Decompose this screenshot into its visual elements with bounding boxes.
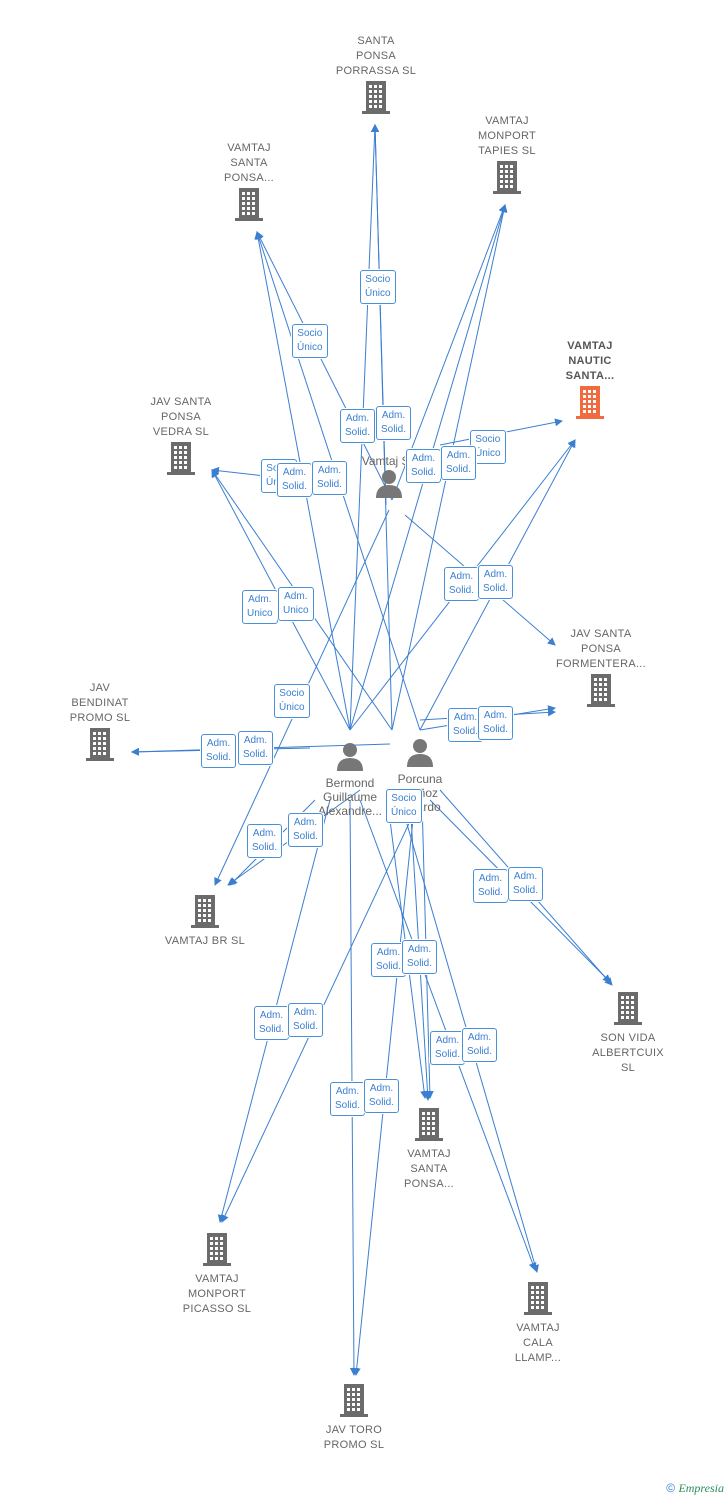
person-icon xyxy=(365,737,475,772)
person-label: Bermond Guillaume Alexandre... xyxy=(317,776,383,818)
company-node[interactable]: VAMTAJ BR SL xyxy=(145,893,265,949)
person-icon xyxy=(295,741,405,776)
copyright-mark: © xyxy=(666,1481,676,1495)
relationship-badge[interactable]: Socio Único xyxy=(292,324,328,358)
building-icon xyxy=(121,440,241,481)
building-icon xyxy=(530,384,650,425)
company-label: VAMTAJ CALA LLAMP... xyxy=(514,1322,562,1364)
relationship-badge[interactable]: Adm. Solid. xyxy=(444,567,480,601)
company-node[interactable]: VAMTAJ CALA LLAMP... xyxy=(478,1280,598,1366)
company-label: VAMTAJ BR SL xyxy=(164,935,246,947)
relationship-badge[interactable]: Socio Único xyxy=(274,684,310,718)
relationship-badge[interactable]: Adm. Solid. xyxy=(441,446,477,480)
relationship-badge[interactable]: Adm. Solid. xyxy=(462,1028,498,1062)
relationship-badge[interactable]: Adm. Solid. xyxy=(371,943,407,977)
company-label: VAMTAJ SANTA PONSA... xyxy=(223,142,275,184)
relationship-badge[interactable]: Adm. Solid. xyxy=(254,1006,290,1040)
company-node[interactable]: JAV TORO PROMO SL xyxy=(294,1382,414,1453)
relationship-badge[interactable]: Adm. Solid. xyxy=(508,867,544,901)
relationship-badge[interactable]: Adm. Solid. xyxy=(364,1079,400,1113)
company-label: JAV BENDINAT PROMO SL xyxy=(69,682,131,724)
company-node[interactable]: VAMTAJ SANTA PONSA... xyxy=(189,141,309,227)
company-node[interactable]: SANTA PONSA PORRASSA SL xyxy=(316,34,436,120)
building-icon xyxy=(294,1382,414,1423)
company-node[interactable]: VAMTAJ NAUTIC SANTA... xyxy=(530,339,650,425)
relationship-badge[interactable]: Adm. Solid. xyxy=(288,813,324,847)
relationship-badge[interactable]: Adm. Solid. xyxy=(448,708,484,742)
relationship-badge[interactable]: Adm. Solid. xyxy=(430,1031,466,1065)
company-node[interactable]: VAMTAJ MONPORT TAPIES SL xyxy=(447,114,567,200)
building-icon xyxy=(189,186,309,227)
company-node[interactable]: VAMTAJ SANTA PONSA... xyxy=(369,1106,489,1192)
relationship-badge[interactable]: Adm. Solid. xyxy=(201,734,237,768)
company-label: JAV SANTA PONSA VEDRA SL xyxy=(150,396,212,438)
relationship-badge[interactable]: Socio Único xyxy=(360,270,396,304)
relationship-badge[interactable]: Adm. Solid. xyxy=(473,869,509,903)
relationship-badge[interactable]: Adm. Solid. xyxy=(288,1003,324,1037)
relationship-badge[interactable]: Adm. Solid. xyxy=(247,824,283,858)
relationship-badge[interactable]: Adm. Solid. xyxy=(376,406,412,440)
relationship-badge[interactable]: Adm. Solid. xyxy=(330,1082,366,1116)
footer: © Empresia xyxy=(666,1481,724,1496)
relationship-badge[interactable]: Adm. Unico xyxy=(242,590,278,624)
building-icon xyxy=(541,672,661,713)
brand-logo: Empresia xyxy=(678,1481,724,1495)
relationship-badge[interactable]: Adm. Solid. xyxy=(478,706,514,740)
person-node[interactable]: Bermond Guillaume Alexandre... xyxy=(295,741,405,818)
company-label: JAV SANTA PONSA FORMENTERA... xyxy=(555,628,647,670)
relationship-badge[interactable]: Socio Único xyxy=(386,789,422,823)
building-icon xyxy=(568,990,688,1031)
company-node[interactable]: SON VIDA ALBERTCUIX SL xyxy=(568,990,688,1076)
building-icon xyxy=(40,726,160,767)
company-label: JAV TORO PROMO SL xyxy=(323,1424,385,1451)
relationship-badge[interactable]: Adm. Unico xyxy=(278,587,314,621)
relationship-badge[interactable]: Adm. Solid. xyxy=(406,449,442,483)
company-label: SANTA PONSA PORRASSA SL xyxy=(335,35,417,77)
edge-9 xyxy=(256,231,393,501)
building-icon xyxy=(316,79,436,120)
building-icon xyxy=(478,1280,598,1321)
company-label: SON VIDA ALBERTCUIX SL xyxy=(592,1032,664,1074)
building-icon xyxy=(145,893,265,934)
relationship-badge[interactable]: Adm. Solid. xyxy=(340,409,376,443)
relationship-badge[interactable]: Adm. Solid. xyxy=(478,565,514,599)
company-node[interactable]: VAMTAJ MONPORT PICASSO SL xyxy=(157,1231,277,1317)
relationship-badge[interactable]: Adm. Solid. xyxy=(238,731,274,765)
building-icon xyxy=(369,1106,489,1147)
building-icon xyxy=(157,1231,277,1272)
company-node[interactable]: JAV SANTA PONSA FORMENTERA... xyxy=(541,627,661,713)
company-label: VAMTAJ MONPORT TAPIES SL xyxy=(477,115,537,157)
company-label: VAMTAJ SANTA PONSA... xyxy=(403,1148,455,1190)
relationship-badge[interactable]: Adm. Solid. xyxy=(402,940,438,974)
company-label: VAMTAJ NAUTIC SANTA... xyxy=(565,340,615,382)
relationship-badge[interactable]: Adm. Solid. xyxy=(277,463,313,497)
company-node[interactable]: JAV BENDINAT PROMO SL xyxy=(40,681,160,767)
company-label: VAMTAJ MONPORT PICASSO SL xyxy=(182,1273,252,1315)
building-icon xyxy=(447,159,567,200)
relationship-badge[interactable]: Adm. Solid. xyxy=(312,461,348,495)
company-node[interactable]: JAV SANTA PONSA VEDRA SL xyxy=(121,395,241,481)
person-icon xyxy=(334,468,444,503)
